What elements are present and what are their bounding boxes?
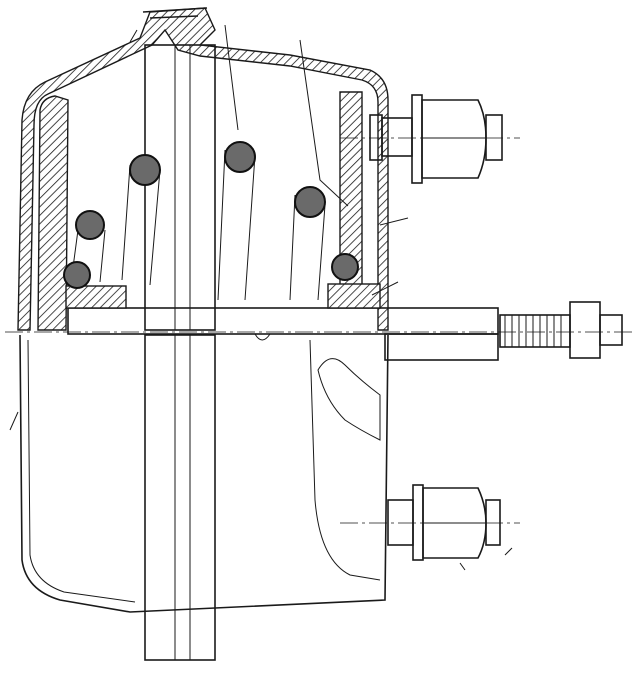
spring-coil [75,210,105,240]
spring-coil [63,261,91,289]
upper-mounting-bolt [340,94,520,184]
lower-housing [19,334,389,613]
threaded-rod-end [499,301,623,359]
lower-mounting-bolt [340,484,520,561]
spring-coil [129,154,161,186]
push-rod [65,283,499,361]
spring-coil [224,141,256,173]
spring-coil [294,186,326,218]
spring-coil [331,253,359,281]
central-stem [144,44,216,661]
leader-lines [5,24,632,571]
upper-housing [17,7,389,331]
return-spring [63,141,359,301]
